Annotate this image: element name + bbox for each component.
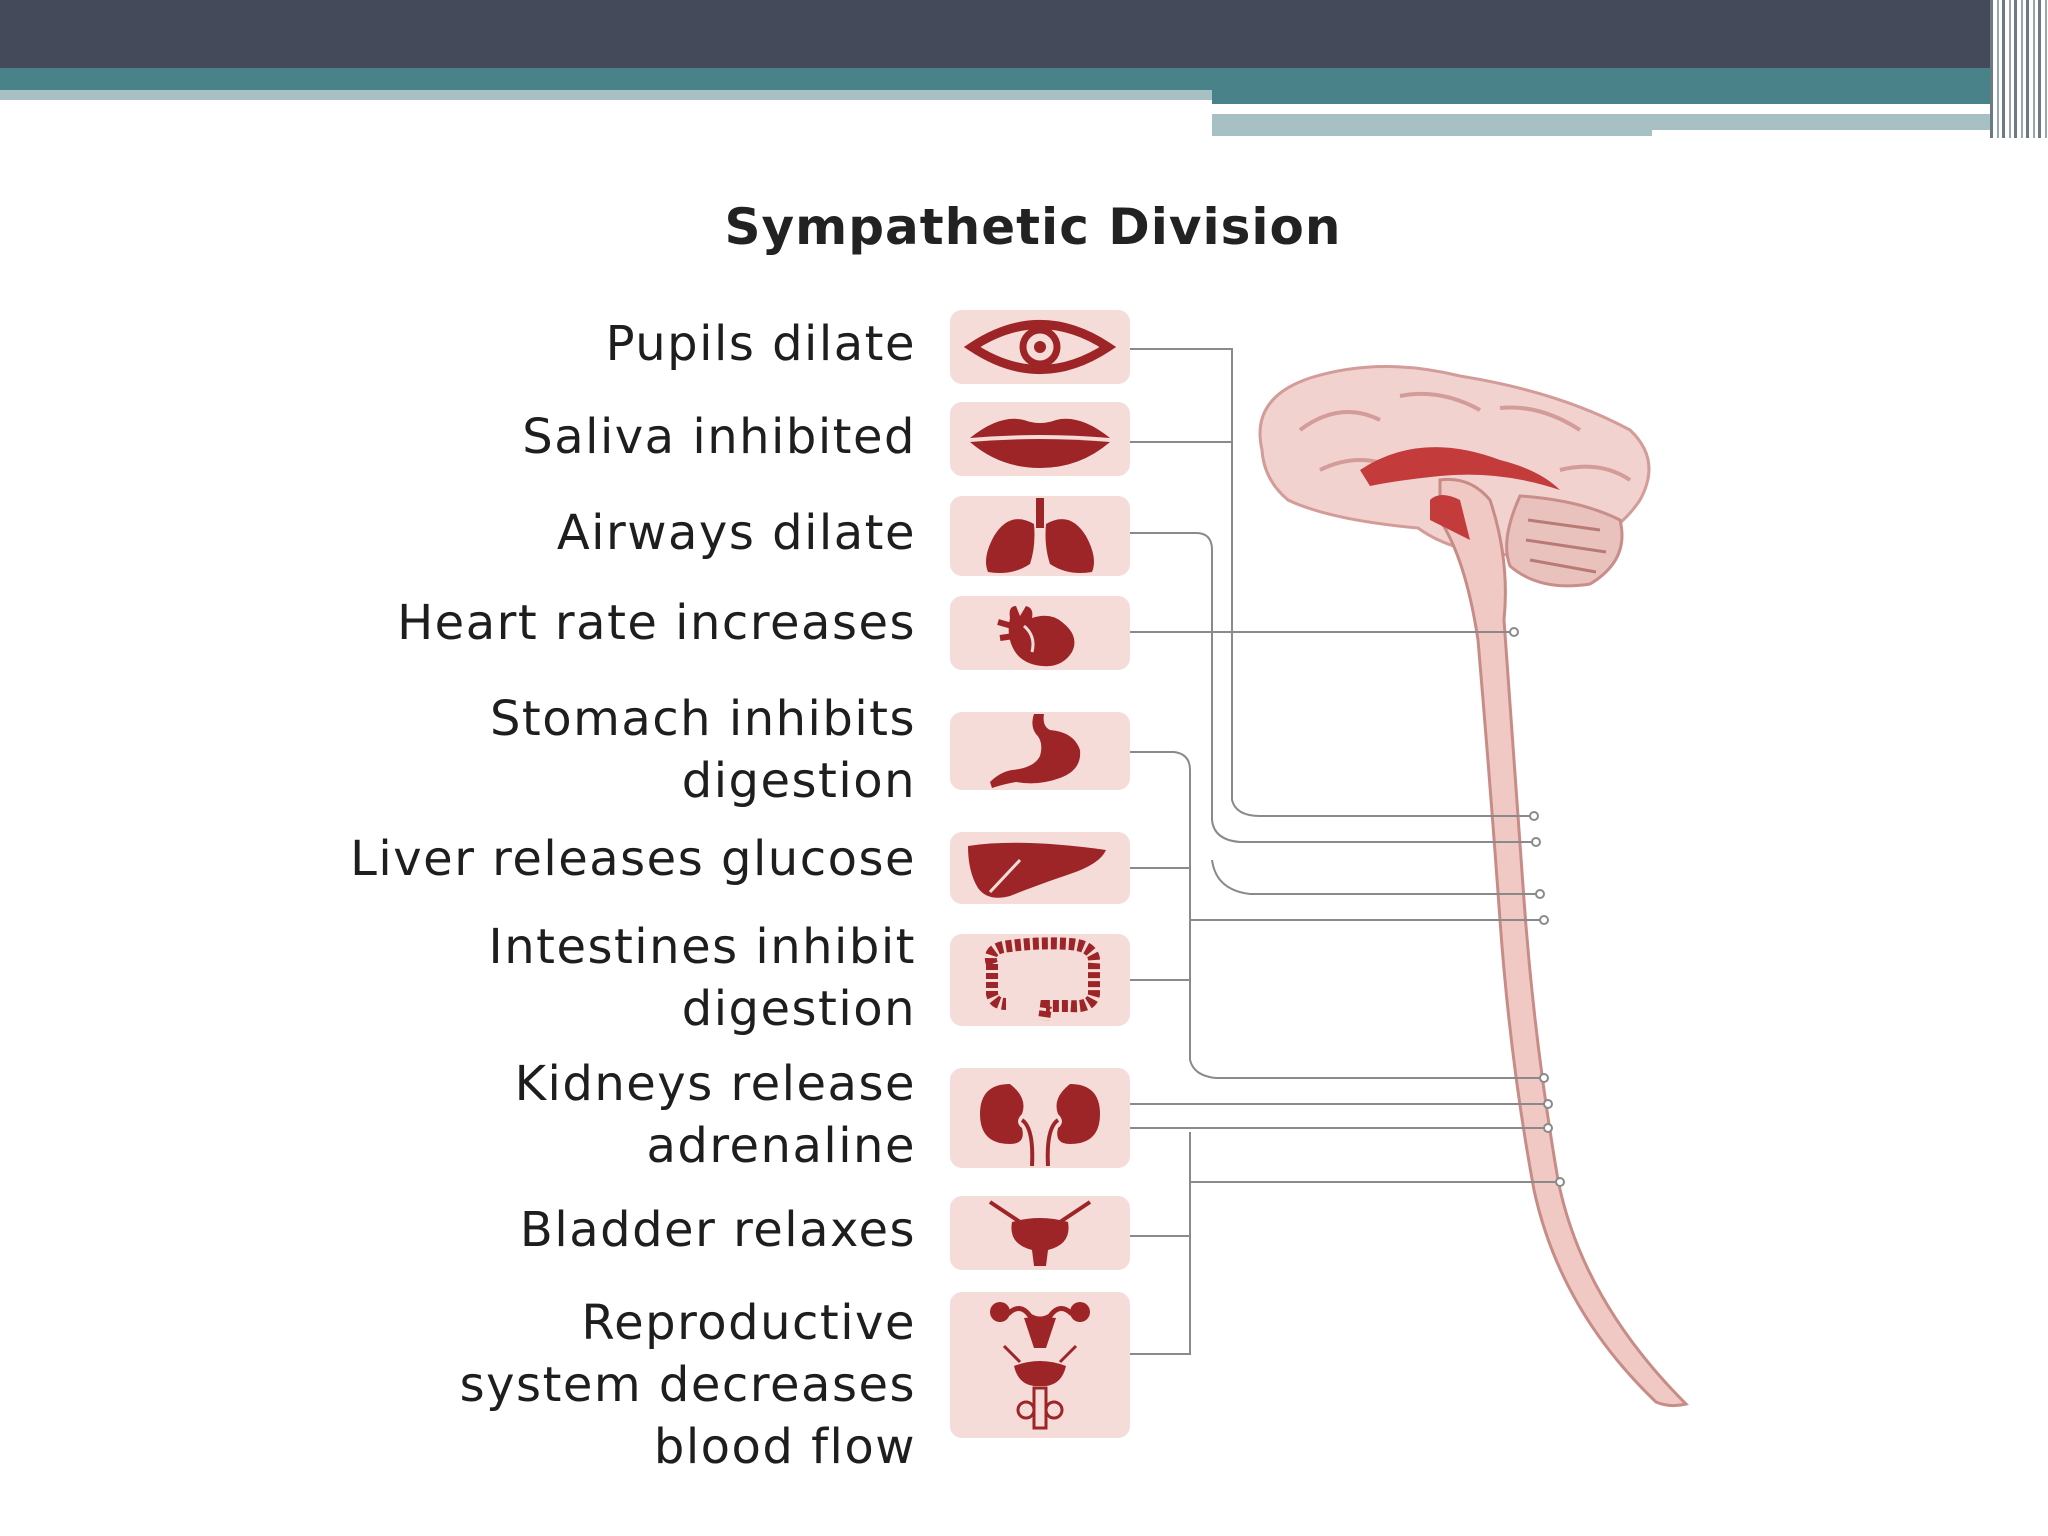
junction-dot [1544,1100,1552,1108]
spinal-cord [1440,479,1686,1405]
junction-dot [1536,890,1544,898]
junction-dot [1532,838,1540,846]
junction-dot [1540,1074,1548,1082]
connector-line [1212,860,1536,894]
junction-dot [1510,628,1518,636]
junction-dot [1544,1124,1552,1132]
connector-line [1130,1132,1190,1354]
connector-line [1130,752,1540,1078]
junction-dot [1530,812,1538,820]
junction-dot [1540,916,1548,924]
junction-dot [1556,1178,1564,1186]
